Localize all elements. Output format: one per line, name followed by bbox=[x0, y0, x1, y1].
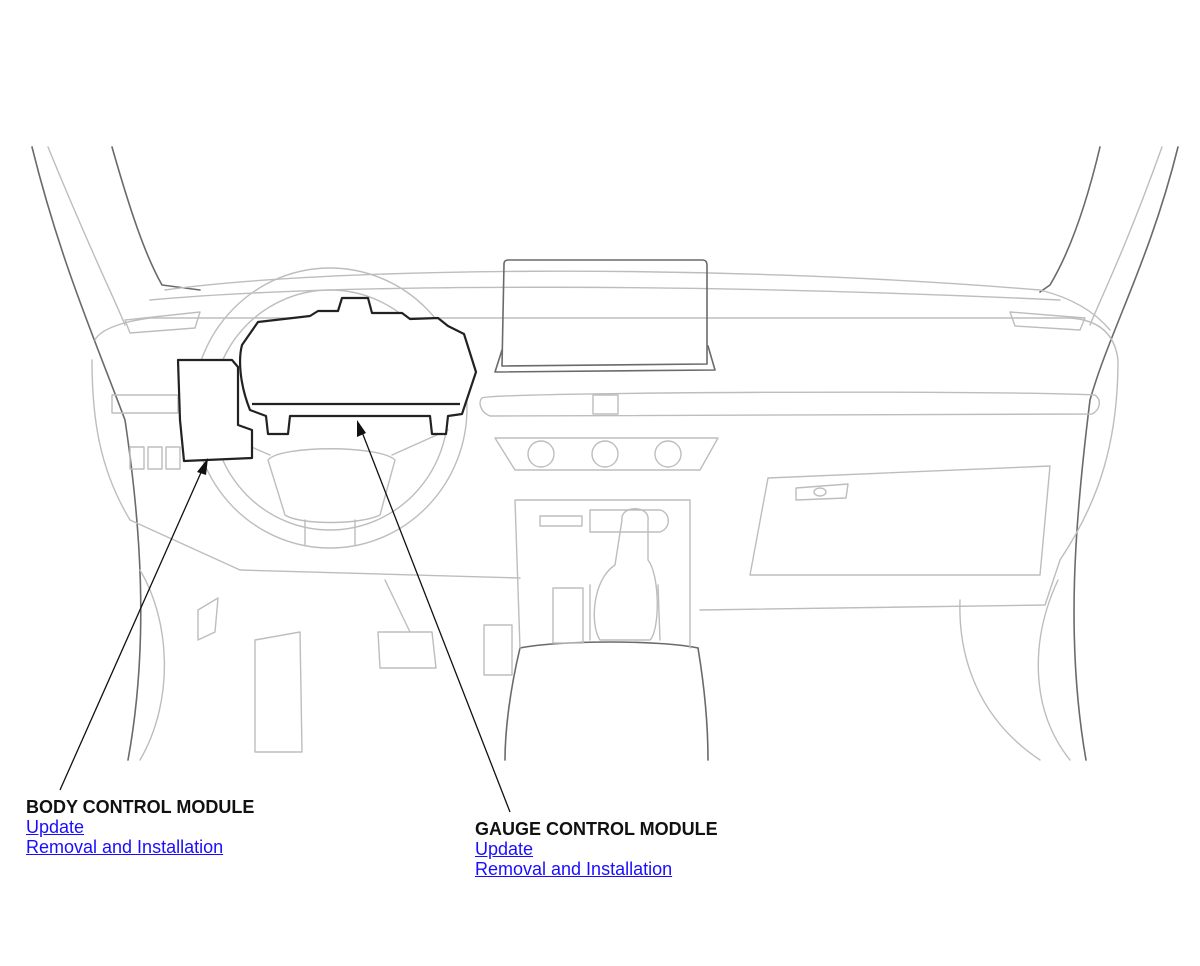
glovebox-handle bbox=[795, 483, 849, 501]
center-display bbox=[494, 259, 716, 373]
gauge-control-module-removal-link[interactable]: Removal and Installation bbox=[475, 859, 673, 879]
hazard-button bbox=[592, 394, 619, 415]
dash-face bbox=[94, 317, 1119, 361]
dash-trim bbox=[479, 391, 1100, 417]
left-switch-2 bbox=[147, 446, 163, 470]
dashboard-outline bbox=[47, 146, 1163, 761]
right-a-pillar-outer bbox=[1073, 146, 1179, 761]
left-switch-3 bbox=[165, 446, 181, 470]
gauge-control-module-update-link[interactable]: Update bbox=[475, 839, 534, 859]
leader-bcm bbox=[59, 467, 204, 791]
center-stack bbox=[514, 499, 691, 649]
leader-lines bbox=[59, 420, 511, 813]
dash-lower bbox=[91, 359, 521, 579]
leader-gcm bbox=[361, 431, 511, 813]
arrow-bcm bbox=[197, 458, 208, 475]
console-top bbox=[519, 641, 699, 649]
console-switch-1 bbox=[539, 515, 583, 527]
dash-top bbox=[164, 270, 1111, 331]
body-control-module-update-link[interactable]: Update bbox=[26, 817, 85, 837]
body-control-module-removal-link[interactable]: Removal and Installation bbox=[26, 837, 224, 857]
floor-right bbox=[959, 599, 1041, 761]
gauge-control-module-callout: GAUGE CONTROL MODULE Update Removal and … bbox=[475, 819, 718, 879]
body-control-module-title: BODY CONTROL MODULE bbox=[26, 797, 255, 817]
body-control-module-shape bbox=[176, 358, 254, 463]
climate-panel bbox=[494, 437, 719, 471]
gauge-control-module-title: GAUGE CONTROL MODULE bbox=[475, 819, 718, 839]
display-mount bbox=[494, 345, 716, 373]
shifter-base bbox=[589, 584, 661, 641]
left-a-pillar-inner bbox=[111, 146, 201, 291]
climate-knob-1 bbox=[527, 440, 555, 468]
console-slot bbox=[552, 587, 584, 644]
climate-knob-3 bbox=[654, 440, 682, 468]
glovebox-lock bbox=[813, 487, 827, 497]
left-kick-panel bbox=[139, 569, 166, 761]
climate-knob-2 bbox=[591, 440, 619, 468]
right-a-pillar-inner bbox=[1039, 146, 1101, 293]
arrow-gcm bbox=[357, 420, 366, 437]
console-side-left bbox=[504, 647, 521, 761]
windshield-left bbox=[47, 146, 126, 326]
glovebox bbox=[749, 465, 1051, 576]
right-vent bbox=[1009, 311, 1086, 331]
console-side-right bbox=[697, 647, 709, 761]
a-pillars bbox=[31, 146, 1179, 761]
console-switch-2 bbox=[589, 509, 669, 533]
left-a-pillar-outer bbox=[31, 146, 142, 761]
body-control-module-callout: BODY CONTROL MODULE Update Removal and I… bbox=[26, 797, 254, 857]
right-kick-panel bbox=[1037, 579, 1071, 761]
gauge-control-module-shape bbox=[238, 296, 478, 436]
pedal-arm bbox=[384, 579, 411, 633]
left-switch-1 bbox=[129, 446, 145, 470]
shifter bbox=[593, 508, 658, 641]
dash-lower-right bbox=[699, 359, 1119, 611]
brake-pedal bbox=[377, 631, 437, 669]
foot-rest bbox=[197, 597, 219, 641]
display-screen bbox=[501, 259, 708, 367]
accelerator-pedal bbox=[483, 624, 513, 676]
steering-wheel-hub bbox=[267, 448, 396, 524]
left-vent bbox=[124, 311, 201, 334]
floor-mat bbox=[254, 631, 303, 753]
steering-column bbox=[304, 519, 356, 546]
highlighted-modules bbox=[176, 296, 478, 463]
dash-top-2 bbox=[149, 286, 1061, 301]
dash-trim-left bbox=[111, 394, 179, 414]
